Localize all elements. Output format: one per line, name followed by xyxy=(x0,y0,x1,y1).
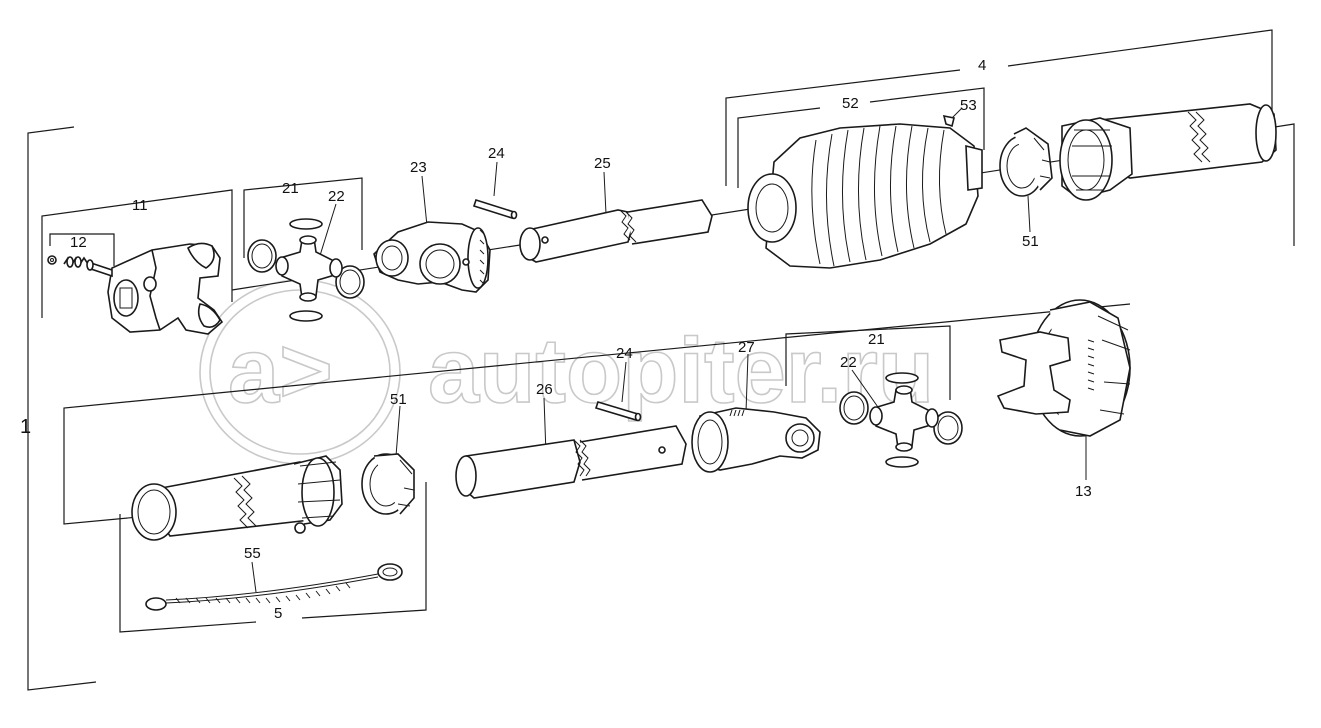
callout-inner-yoke-23: 23 xyxy=(410,159,427,176)
watermark-logo: a> xyxy=(228,320,333,422)
callout-profile-tube-26: 26 xyxy=(536,381,553,398)
profile-tube-25: 25 xyxy=(519,155,713,263)
guard-cone-52: 52 xyxy=(737,87,985,269)
callout-profile-tube-25: 25 xyxy=(594,155,611,172)
callout-pin-24-bottom: 24 xyxy=(616,345,633,362)
chain-55: 55 xyxy=(145,545,403,611)
guard-5: 5 xyxy=(119,455,427,633)
bearing-ring-51-top: 51 xyxy=(999,127,1053,250)
yoke-assembly-11: 11 xyxy=(41,189,233,335)
callout-pin-set-12: 12 xyxy=(70,234,87,251)
callout-guard-4: 4 xyxy=(978,57,986,74)
guard-4: 4 xyxy=(725,29,1277,201)
callout-guard-5: 5 xyxy=(274,605,282,622)
callout-bearing-ring-51-bottom: 51 xyxy=(390,391,407,408)
yoke-assembly-13: 13 xyxy=(996,299,1131,500)
callout-pin-24-top: 24 xyxy=(488,145,505,162)
callout-assembly: 1 xyxy=(20,416,31,438)
inner-yoke-27: 27 xyxy=(691,339,821,473)
pin-set-12: 12 xyxy=(47,233,115,278)
callout-cross-22-top: 22 xyxy=(328,188,345,205)
bottom-row-outline xyxy=(63,303,1131,525)
callout-inner-yoke-27: 27 xyxy=(738,339,755,356)
cross-kit-21-top: 21 22 xyxy=(243,177,365,322)
callout-cross-kit-21-bottom: 21 xyxy=(868,331,885,348)
callout-guard-cone-52: 52 xyxy=(842,95,859,112)
screw-53: 53 xyxy=(942,97,977,128)
inner-yoke-23: 23 xyxy=(373,159,491,293)
callout-chain-55: 55 xyxy=(244,545,261,562)
callout-yoke-assembly-13: 13 xyxy=(1075,483,1092,500)
callout-cross-22-bottom: 22 xyxy=(840,354,857,371)
pin-24-bottom: 24 xyxy=(594,345,642,422)
bearing-ring-51-bottom: 51 xyxy=(361,391,415,515)
callout-bearing-ring-51-top: 51 xyxy=(1022,233,1039,250)
cross-kit-21-bottom: 21 22 xyxy=(785,325,963,468)
assembly-bracket: 1 xyxy=(20,126,97,691)
watermark: a> autopiter.ru xyxy=(199,279,935,465)
profile-tube-26: 26 xyxy=(455,381,687,499)
callout-yoke-assembly-11: 11 xyxy=(132,197,148,214)
pin-24-top: 24 xyxy=(472,145,518,220)
callout-screw-53: 53 xyxy=(960,97,977,114)
callout-cross-kit-21-top: 21 xyxy=(282,180,299,197)
